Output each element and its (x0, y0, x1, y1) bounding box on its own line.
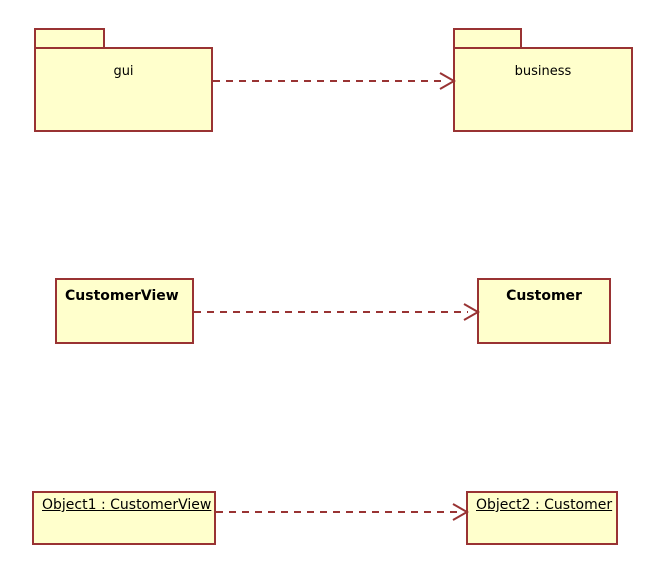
package-business-tab (453, 28, 522, 49)
dependency-arrow-objects (216, 503, 470, 521)
class-customerview-label: CustomerView (65, 288, 179, 304)
package-gui-body (34, 47, 213, 132)
package-business-label: business (514, 64, 572, 79)
object-object1-label: Object1 : CustomerView (42, 497, 212, 513)
class-customer[interactable]: Customer (477, 278, 611, 344)
class-customer-label: Customer (506, 288, 582, 304)
package-business-body (453, 47, 633, 132)
dependency-arrow-classes (194, 303, 481, 321)
package-business[interactable]: business (453, 28, 633, 132)
package-gui-tab (34, 28, 105, 49)
object-object1-customerview[interactable]: Object1 : CustomerView (32, 491, 216, 545)
package-gui[interactable]: gui (34, 28, 213, 132)
object-object2-label: Object2 : Customer (476, 497, 613, 513)
dependency-arrow-packages (213, 72, 457, 90)
object-object2-customer[interactable]: Object2 : Customer (466, 491, 618, 545)
package-gui-label: gui (113, 64, 134, 79)
class-customerview[interactable]: CustomerView (55, 278, 194, 344)
